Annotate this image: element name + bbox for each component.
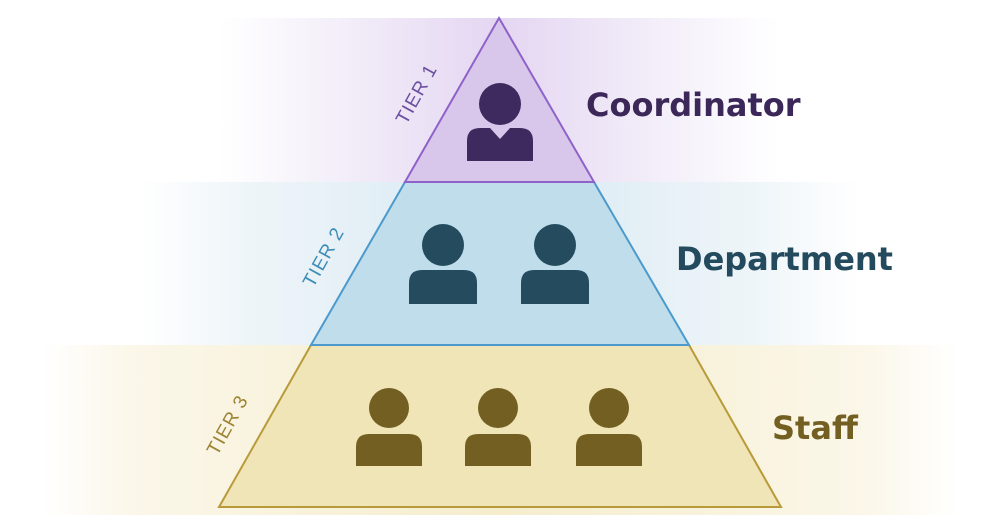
tier-2-person-icon-2 xyxy=(521,224,589,304)
tier-2-title: Department xyxy=(676,240,893,278)
tier-1-person-with-collar-icon xyxy=(467,83,533,161)
tier-2-person-icon-1 xyxy=(409,224,477,304)
tier-3-title: Staff xyxy=(772,409,859,447)
tier-3-person-icon-1 xyxy=(356,388,422,466)
tier-3-person-icon-2 xyxy=(465,388,531,466)
tier-3-person-icon-3 xyxy=(576,388,642,466)
tier-1-title: Coordinator xyxy=(586,86,801,124)
